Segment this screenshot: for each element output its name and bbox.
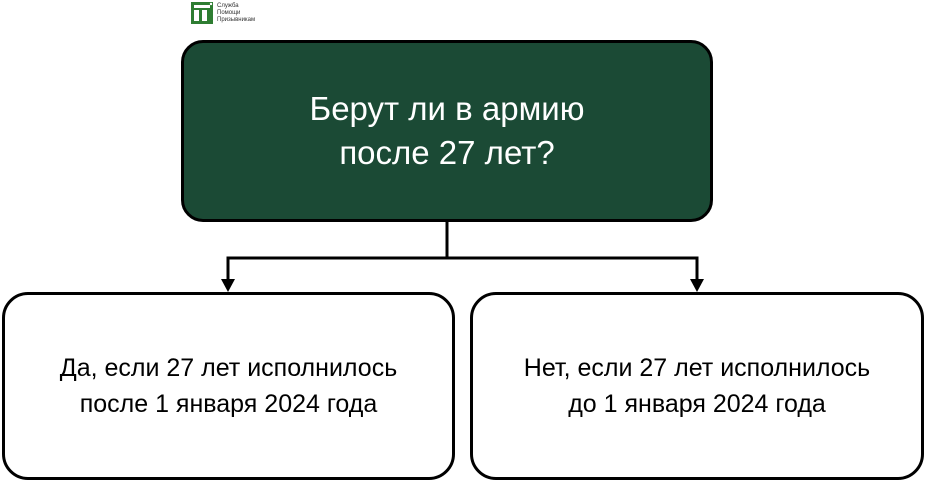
logo-text-line: Помощи — [217, 10, 241, 16]
question-line: после 27 лет? — [339, 134, 555, 171]
answer-yes-box: Да, если 27 лет исполнилось после 1 янва… — [2, 292, 455, 480]
right-arrowhead-icon — [690, 279, 704, 292]
logo-text-line: Служба — [217, 3, 239, 9]
logo-text: Служба Помощи Призывникам — [217, 3, 255, 24]
question-line: Берут ли в армию — [309, 90, 585, 127]
answer-no-line: Нет, если 27 лет исполнилось — [523, 354, 871, 382]
left-arrowhead-icon — [221, 279, 235, 292]
answer-yes-line: после 1 января 2024 года — [79, 390, 378, 418]
logo-text-line: Призывникам — [217, 17, 256, 23]
logo-mark-icon — [191, 2, 213, 24]
answer-no-box: Нет, если 27 лет исполнилось до 1 января… — [470, 292, 924, 480]
answer-no-line: до 1 января 2024 года — [568, 390, 826, 418]
answer-yes-line: Да, если 27 лет исполнилось — [59, 354, 398, 382]
logo: Служба Помощи Призывникам — [191, 2, 255, 24]
question-box: Берут ли в армию после 27 лет? — [181, 40, 713, 222]
